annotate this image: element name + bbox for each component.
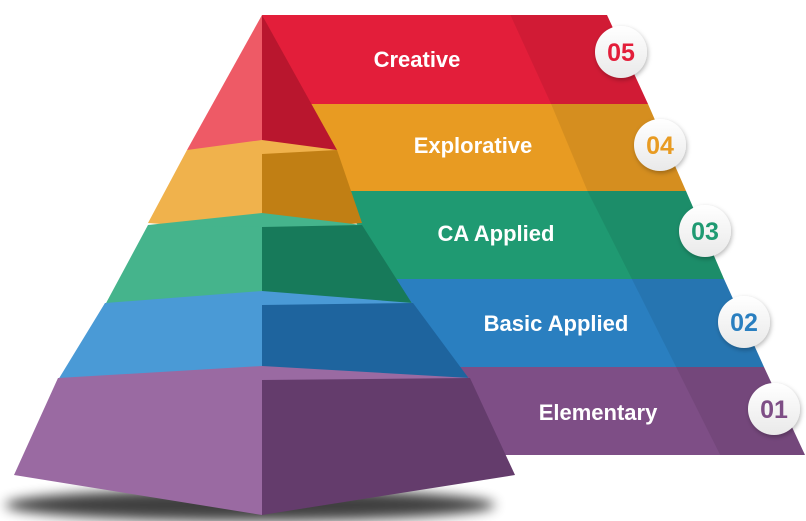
level-1-ribbon [450,367,805,455]
level-5-label: Creative [374,47,461,72]
level-1-number: 01 [760,396,788,424]
level-3-ribbon [334,191,724,279]
level-4-label: Explorative [414,133,533,158]
level-5-ribbon [262,15,648,104]
level-1-badge: 01 [748,383,800,435]
level-4-tier-right [262,150,362,232]
level-2-ribbon [395,279,764,367]
level-3-label: CA Applied [438,221,555,246]
level-5-tier-left [187,15,262,155]
level-5-number: 05 [607,39,635,67]
pyramid [14,15,515,515]
level-5-badge: 05 [595,26,647,78]
level-3-number: 03 [691,218,719,246]
level-4-number: 04 [646,132,674,160]
level-3-badge: 03 [679,205,731,257]
level-1-label: Elementary [539,400,658,425]
level-2-badge: 02 [718,296,770,348]
level-4-ribbon [302,104,686,191]
level-5-tier-right [262,15,337,155]
level-2-label: Basic Applied [484,311,629,336]
level-1-tier-left [14,378,262,515]
labels-layer: Creative Explorative CA Applied Basic Ap… [374,26,800,435]
level-3-tier-right [262,225,413,316]
level-2-number: 02 [730,309,758,337]
level-4-tier-left [148,150,262,232]
level-1-tier-right [262,378,515,515]
level-3-tier-left [105,225,262,316]
level-4-badge: 04 [634,119,686,171]
